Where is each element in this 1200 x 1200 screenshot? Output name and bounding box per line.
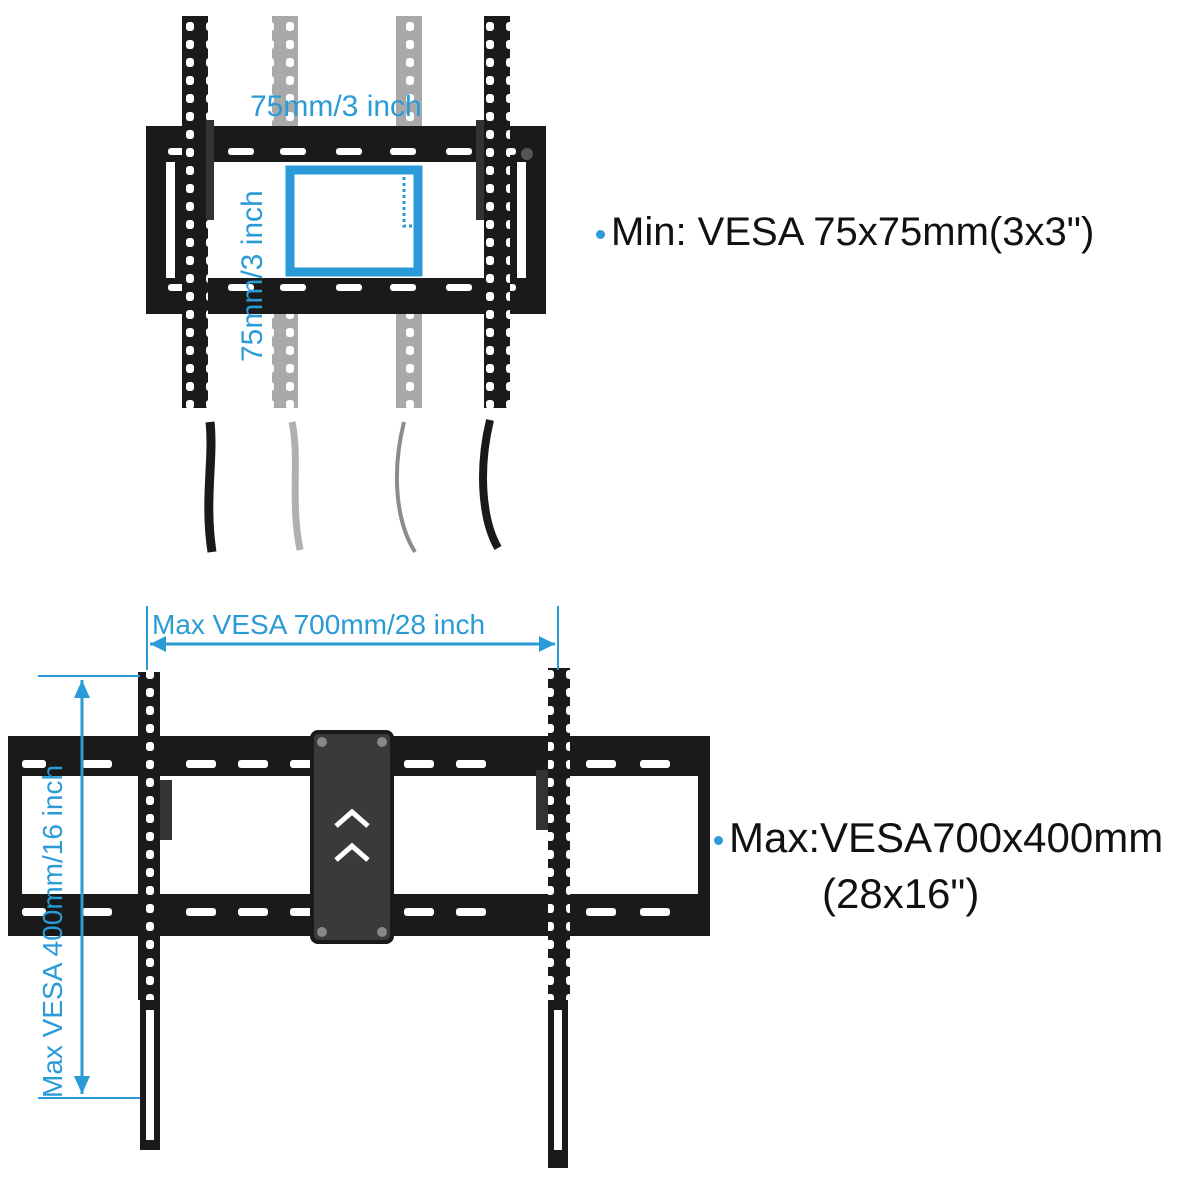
max-wall-plate (8, 730, 710, 944)
bullet-dot-icon (714, 836, 723, 846)
min-spec-text: Min: VESA 75x75mm(3x3") (611, 210, 1095, 254)
min-vesa-highlight-box (285, 165, 423, 277)
max-height-label: Max VESA 400mm/16 inch (37, 765, 68, 1098)
max-vesa-spec: Max:VESA700x400mm (28x16") (714, 810, 1163, 922)
max-arm-left (138, 672, 172, 1150)
min-mount-illustration: 75mm/3 inch 75mm/3 inch (146, 16, 546, 554)
max-arm-right (536, 668, 570, 1168)
chevron-up-icon (334, 808, 370, 828)
max-spec-line2: (28x16") (822, 870, 980, 917)
max-width-label: Max VESA 700mm/28 inch (152, 609, 485, 640)
max-mount-illustration: Max VESA 700mm/28 inch Max VESA 400mm/16… (8, 606, 710, 1168)
min-height-label: 75mm/3 inch (236, 190, 269, 362)
max-height-dimension (38, 675, 140, 1099)
min-arm-right (476, 16, 510, 550)
max-width-dimension (146, 606, 559, 670)
min-width-label: 75mm/3 inch (250, 90, 422, 123)
min-vesa-spec: Min: VESA 75x75mm(3x3") (596, 206, 1094, 258)
bullet-dot-icon (596, 229, 605, 239)
min-arm-left (182, 16, 217, 553)
max-spec-line1: Max:VESA700x400mm (729, 814, 1164, 861)
max-center-plate (310, 730, 394, 944)
